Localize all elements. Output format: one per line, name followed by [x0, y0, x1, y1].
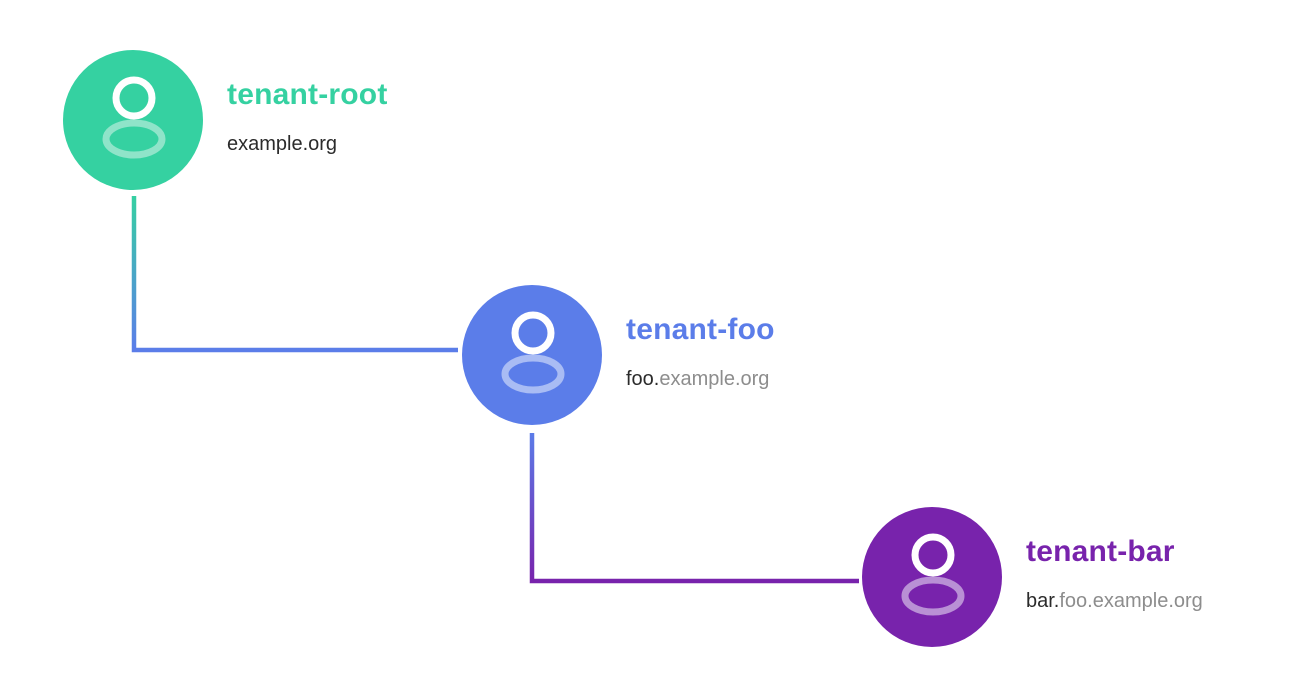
connector-root-to-foo [131, 196, 458, 353]
domain-own-segment: bar. [1026, 590, 1060, 612]
connector-foo-to-bar [529, 433, 859, 584]
tenant-name-label: tenant-foo [626, 313, 775, 346]
tenant-root-avatar [63, 50, 203, 190]
domain-inherited-segment: foo.example.org [1059, 590, 1203, 612]
tenant-bar-avatar [862, 507, 1002, 647]
tenant-root-text: tenant-root example.org [227, 50, 388, 156]
user-icon [501, 311, 565, 394]
user-icon [102, 76, 166, 159]
domain-own-segment: foo. [626, 368, 660, 390]
tenant-foo-text: tenant-foo foo.example.org [626, 285, 775, 391]
user-icon [901, 533, 965, 616]
tenant-node-foo: tenant-foo foo.example.org [462, 285, 775, 425]
tenant-name-label: tenant-bar [1026, 535, 1175, 568]
tenant-domain-label: foo.example.org [626, 367, 775, 391]
tenant-node-root: tenant-root example.org [63, 50, 388, 190]
tenant-name-label: tenant-root [227, 78, 388, 111]
tenant-foo-avatar [462, 285, 602, 425]
domain-own-segment: example.org [227, 133, 338, 155]
tenant-bar-text: tenant-bar bar.foo.example.org [1026, 507, 1203, 613]
tenant-domain-label: example.org [227, 132, 388, 156]
domain-inherited-segment: example.org [659, 368, 770, 390]
tenant-domain-label: bar.foo.example.org [1026, 589, 1203, 613]
tenant-node-bar: tenant-bar bar.foo.example.org [862, 507, 1203, 647]
